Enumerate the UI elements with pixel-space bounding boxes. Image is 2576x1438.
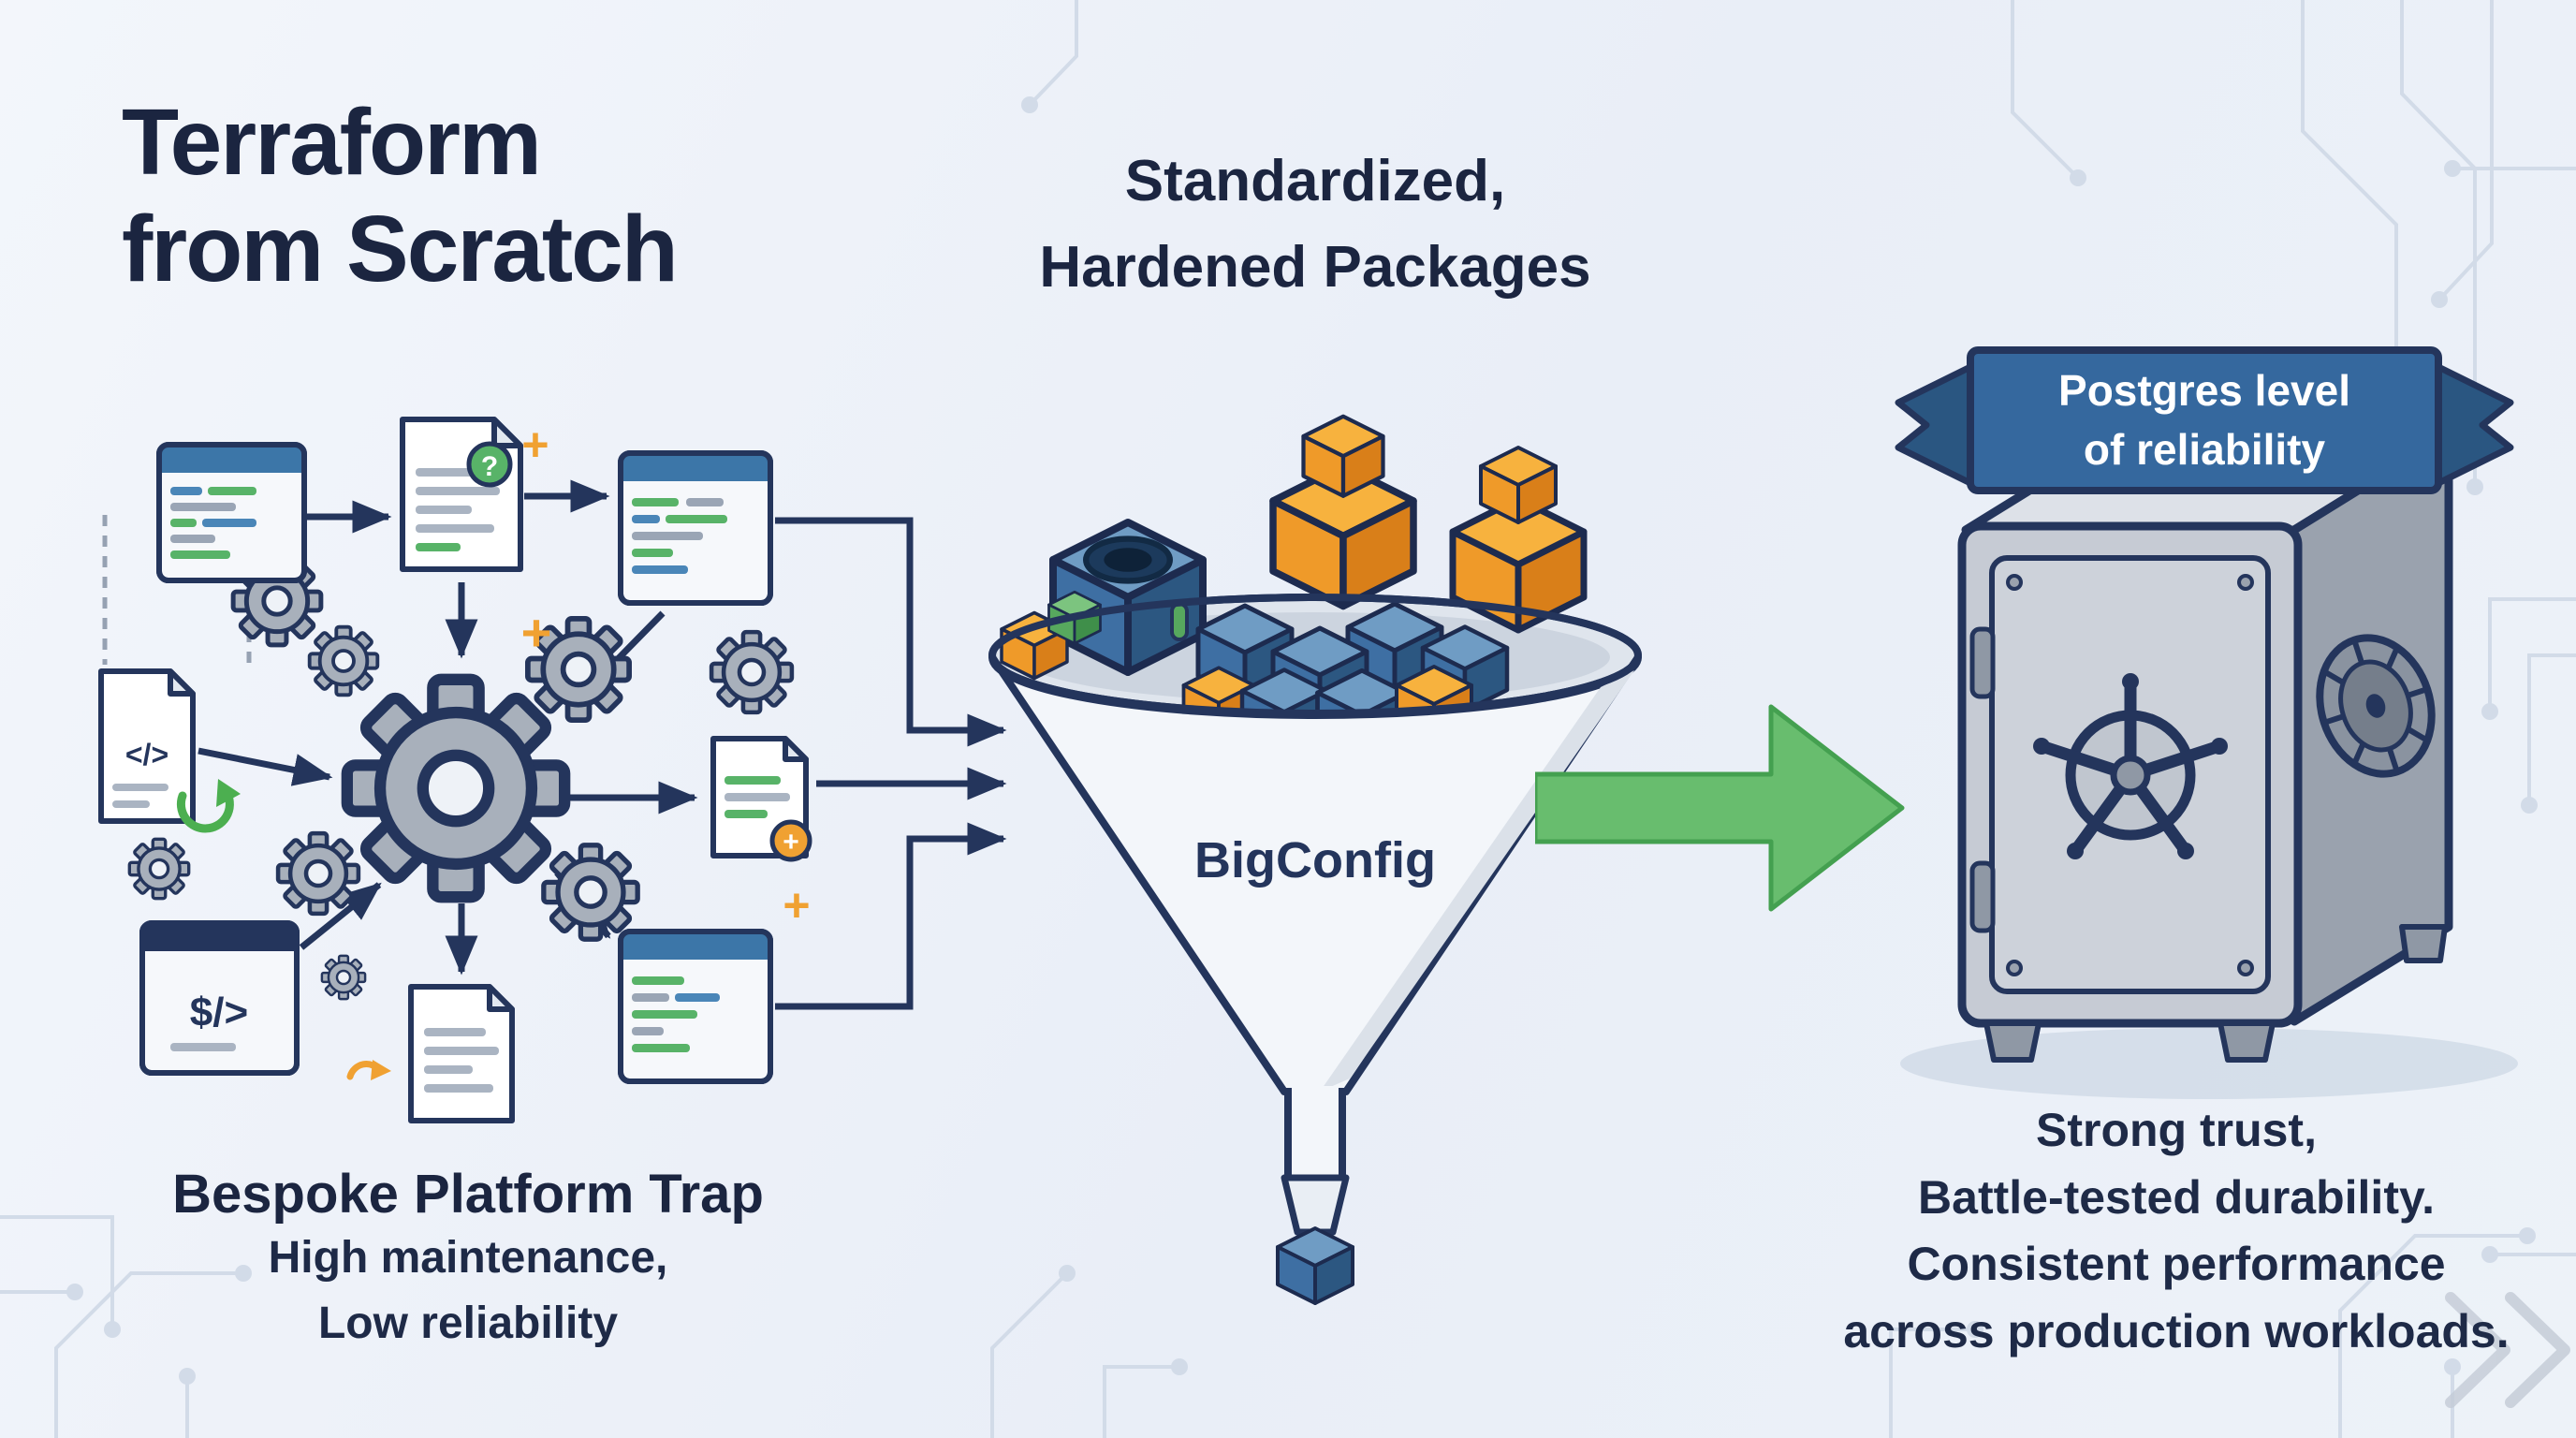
question-icon: ?: [481, 451, 498, 482]
plus-icon: +: [521, 603, 552, 662]
plus-icon: +: [783, 879, 810, 932]
document-icon: +: [710, 736, 812, 862]
terminal-tag-icon: $/>: [190, 990, 248, 1035]
title-line-1: Terraform: [122, 90, 542, 195]
ribbon-banner-icon: [1895, 346, 2514, 494]
left-caption-line-2: Low reliability: [317, 1298, 619, 1348]
gear-icon: [544, 845, 637, 939]
plus-icon: +: [521, 418, 549, 471]
gear-icon: [127, 837, 191, 901]
side-dial-icon: [2316, 634, 2436, 778]
refresh-icon: [176, 779, 241, 833]
right-caption: Strong trust, Battle-tested durability. …: [1802, 1097, 2551, 1365]
left-caption-title: Bespoke Platform Trap: [172, 1164, 764, 1225]
terminal-window-icon: $/>: [139, 920, 300, 1076]
heading-line-1: Standardized,: [1124, 149, 1506, 213]
hinge-icon: [1969, 860, 1996, 933]
chevron-decoration: [2445, 1292, 2570, 1408]
flow-arrows: [775, 517, 1007, 1010]
plus-icon: +: [783, 827, 799, 858]
plus-badge: [769, 819, 812, 862]
right-caption-line-4: across production workloads.: [1843, 1304, 2510, 1357]
gear-icon: [278, 833, 359, 914]
output-cube-icon: [1278, 1228, 1353, 1303]
reliability-banner: Postgres level of reliability: [1970, 361, 2438, 480]
document-icon: [408, 984, 515, 1123]
question-badge: [466, 441, 513, 488]
safe-feet: [1983, 924, 2448, 1063]
funnel-label: BigConfig: [1194, 832, 1436, 888]
safe-illustration: [1895, 346, 2518, 1099]
code-tag-icon: </>: [125, 738, 168, 771]
right-caption-line-2: Battle-tested durability.: [1918, 1170, 2435, 1224]
central-gear-icon: [347, 680, 564, 897]
banner-line-2: of reliability: [2083, 425, 2326, 475]
curved-arrow-icon: [346, 1060, 391, 1080]
right-caption-line-1: Strong trust,: [2036, 1104, 2317, 1156]
center-heading: Standardized, Hardened Packages: [894, 139, 1736, 311]
code-window-icon: [156, 442, 307, 583]
document-icon: </>: [98, 668, 196, 824]
left-caption: Bespoke Platform Trap High maintenance, …: [56, 1163, 880, 1356]
code-window-icon: [618, 929, 773, 1084]
code-window-icon: [618, 450, 773, 606]
gear-icon: [320, 954, 367, 1001]
wheel-handle-icon: [2033, 673, 2228, 859]
arrow-right-icon: [1535, 704, 1905, 912]
title-line-2: from Scratch: [122, 197, 679, 301]
document-icon: ?: [400, 417, 523, 572]
cube-blocks-icon: [1000, 417, 1584, 760]
page-title: Terraform from Scratch: [122, 89, 679, 302]
banner-line-1: Postgres level: [2058, 366, 2350, 415]
safe-icon: [1957, 430, 2453, 1063]
bolts: [2006, 574, 2254, 976]
right-caption-line-3: Consistent performance: [1907, 1238, 2446, 1290]
gear-icon: [307, 624, 380, 697]
left-caption-line-1: High maintenance,: [268, 1233, 668, 1283]
bespoke-platform-illustration: ? </> + $/>: [98, 417, 812, 1123]
hinge-icon: [1969, 626, 1996, 699]
nut-block-icon: [1053, 522, 1203, 672]
heading-line-2: Hardened Packages: [1039, 234, 1591, 300]
